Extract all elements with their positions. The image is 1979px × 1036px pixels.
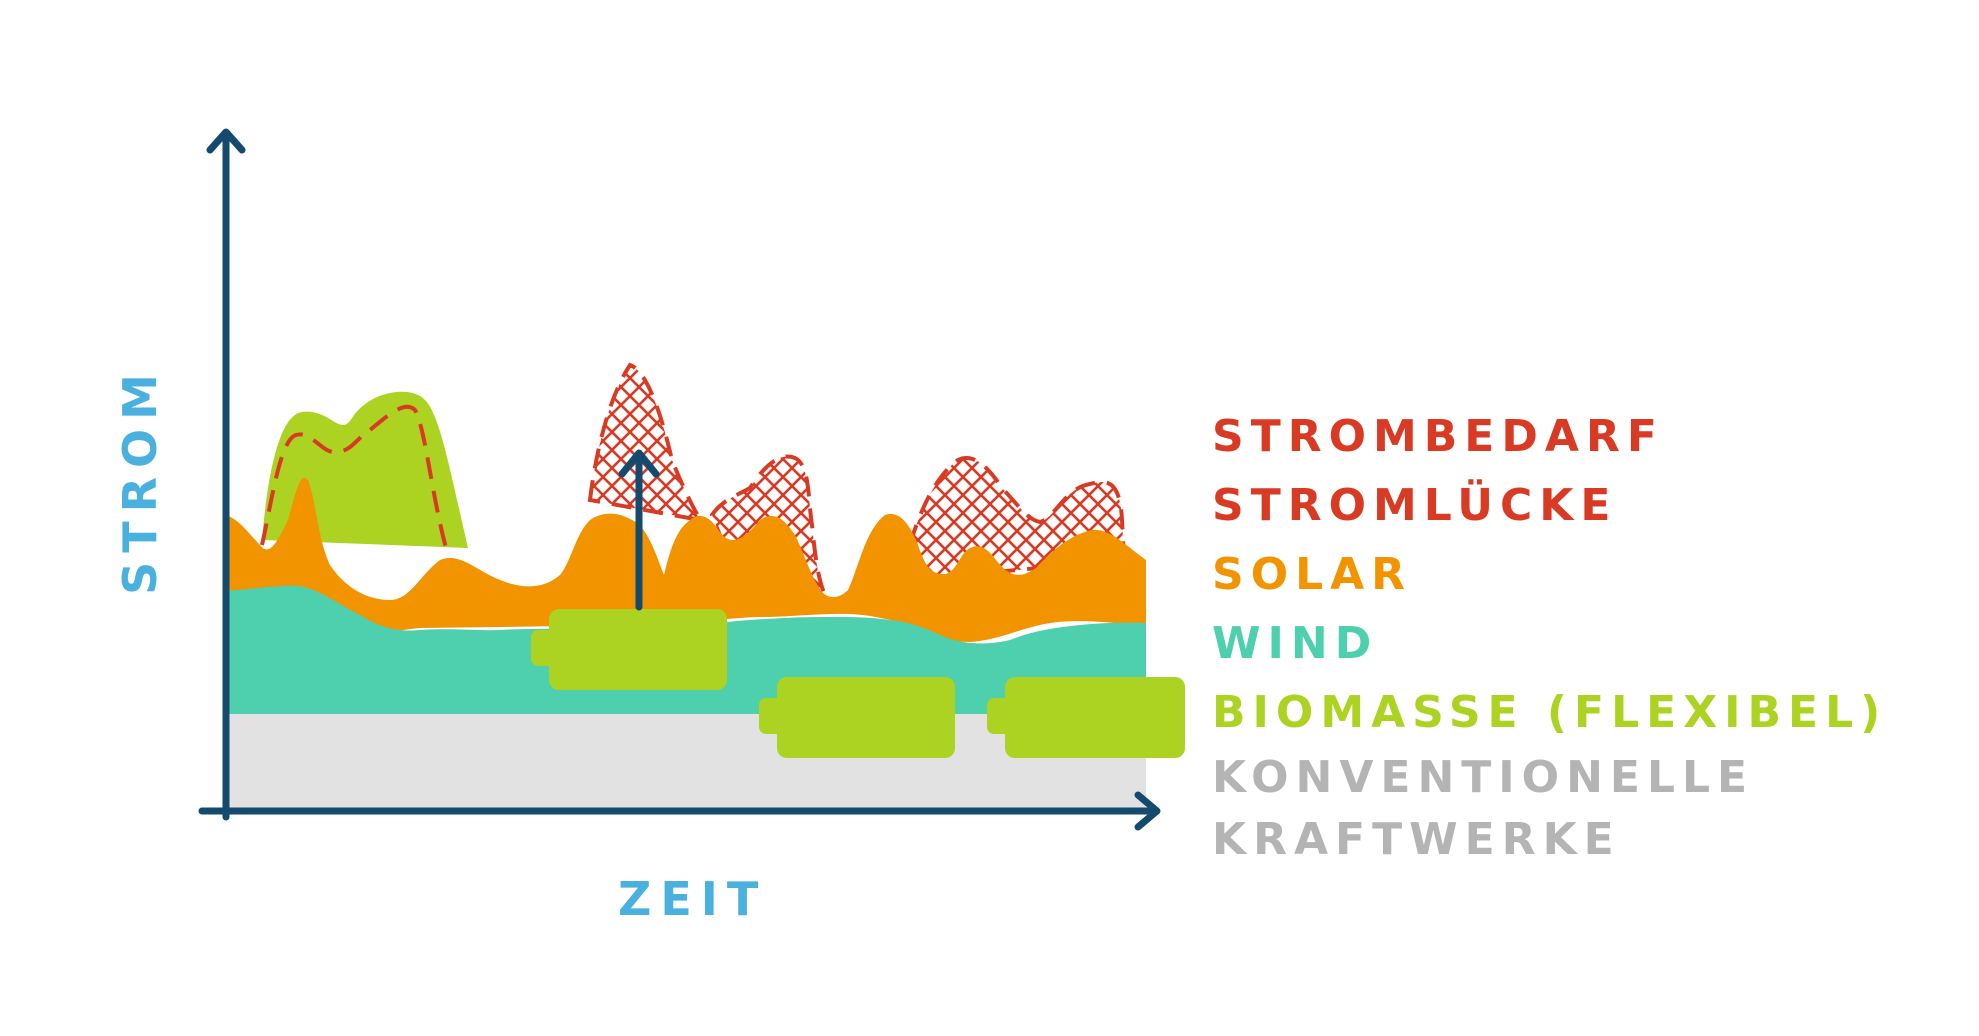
y-axis [206, 128, 246, 821]
legend-item-stromluecke: STROMLÜCKE [1212, 480, 1618, 531]
legend-item-wind: WIND [1212, 618, 1379, 669]
legend-item-konventionelle: KONVENTIONELLE KRAFTWERKE [1212, 752, 1755, 865]
solar-area [226, 477, 1146, 642]
legend-item-strombedarf: STROMBEDARF [1212, 411, 1664, 462]
legend-item-solar: SOLAR [1212, 549, 1413, 600]
up-arrow-icon [618, 449, 660, 611]
legend: STROMBEDARF STROMLÜCKE SOLAR WIND BIOMAS… [1212, 402, 1887, 871]
battery-icon [531, 609, 727, 690]
x-axis [198, 791, 1161, 831]
battery-icon [987, 677, 1185, 758]
legend-item-biomasse: BIOMASSE (FLEXIBEL) [1212, 687, 1888, 738]
x-axis-label: ZEIT [618, 872, 768, 926]
power-gap-area [587, 362, 704, 523]
battery-icon [759, 677, 955, 758]
demand-line [260, 404, 450, 556]
y-axis-label: STROM [113, 365, 167, 595]
